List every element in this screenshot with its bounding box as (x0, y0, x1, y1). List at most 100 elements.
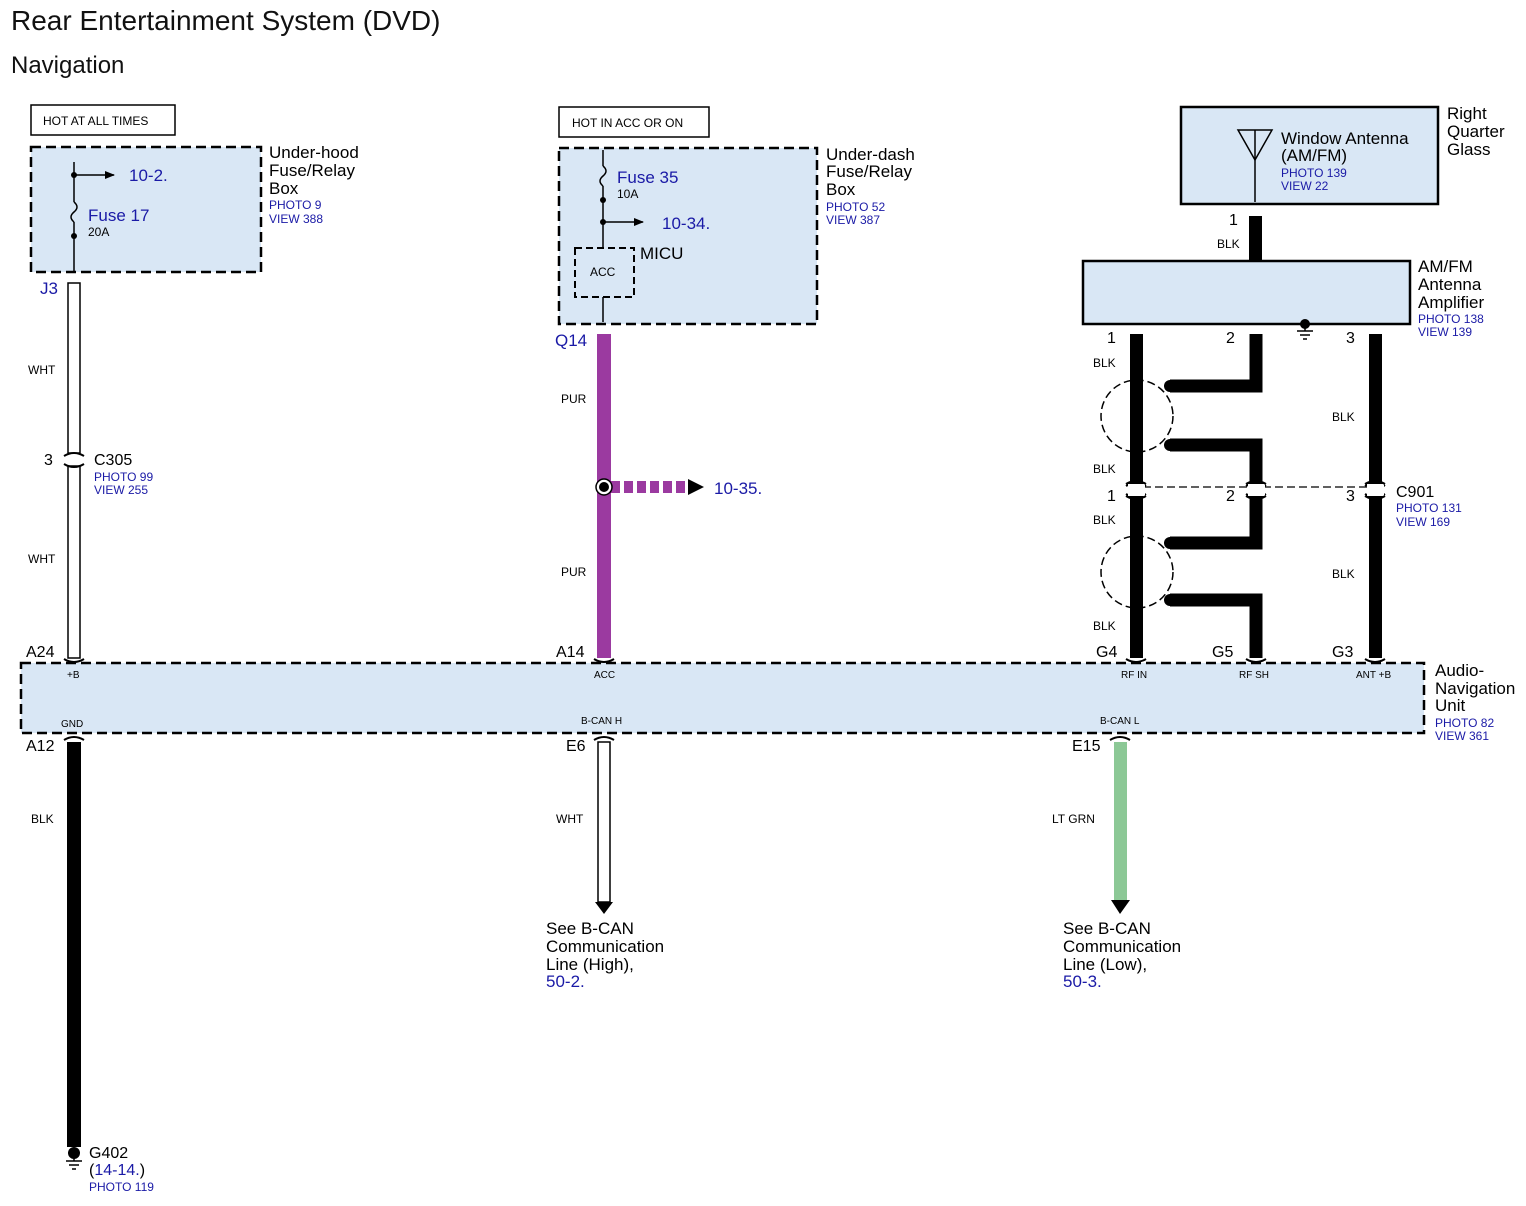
c305-connector-icon (63, 452, 85, 468)
bcan-low-line-2: Communication (1063, 937, 1181, 956)
amplifier-photo[interactable]: PHOTO 138 (1418, 312, 1484, 326)
wire-label-wht-upper: WHT (28, 363, 56, 377)
micu-label: MICU (640, 244, 683, 263)
wire-wht-lower (67, 465, 81, 659)
amplifier-view[interactable]: VIEW 139 (1418, 325, 1472, 339)
c901-name: C901 (1396, 484, 1434, 501)
underhood-branch-ref[interactable]: 10-2. (129, 166, 168, 185)
pin-e15: E15 (1072, 738, 1101, 755)
wire-label-blk-ant-2: BLK (1332, 567, 1355, 581)
c901-pin-3: 3 (1346, 488, 1355, 505)
term-bcan-h: B-CAN H (581, 716, 622, 727)
fuse-35-rating: 10A (617, 187, 638, 201)
pin-q14: Q14 (555, 331, 587, 350)
pin-a24: A24 (26, 644, 55, 661)
ground-ref[interactable]: 14-14. (94, 1162, 139, 1179)
wire-label-ltgrn-bcan: LT GRN (1052, 812, 1095, 826)
fuse-icon (70, 201, 78, 223)
ground-photo[interactable]: PHOTO 119 (89, 1180, 154, 1194)
wire-pur (597, 334, 611, 658)
page-subtitle: Navigation (11, 52, 124, 79)
underhood-name-2: Fuse/Relay (269, 161, 355, 180)
antenna-pin: 1 (1229, 212, 1238, 229)
amplifier-box (1081, 259, 1412, 326)
bcan-low-ref[interactable]: 50-3. (1063, 972, 1102, 991)
underdash-branch-ref[interactable]: 10-34. (662, 214, 710, 233)
c305-photo[interactable]: PHOTO 99 (94, 470, 153, 484)
amplifier-name-1: AM/FM (1418, 257, 1473, 276)
arrow-down-icon-bcan-l (1111, 900, 1130, 914)
bcan-high-line-3: Line (High), (546, 955, 634, 974)
pin-j3: J3 (40, 279, 58, 298)
audio-unit-view[interactable]: VIEW 361 (1435, 729, 1489, 743)
c305-pin: 3 (44, 452, 53, 469)
underdash-view[interactable]: VIEW 387 (826, 213, 880, 227)
c305-view[interactable]: VIEW 255 (94, 483, 148, 497)
wire-blk-shield-upper-1 (1170, 334, 1263, 393)
splice-ref[interactable]: 10-35. (714, 479, 762, 498)
pin-g4: G4 (1096, 644, 1117, 661)
wire-label-wht-lower: WHT (28, 552, 56, 566)
svg-text:(14-14.): (14-14.) (89, 1162, 145, 1179)
wire-label-blk-antenna: BLK (1217, 237, 1240, 251)
antenna-photo[interactable]: PHOTO 139 (1281, 166, 1347, 180)
term-gnd: GND (61, 719, 83, 730)
bcan-high-line-2: Communication (546, 937, 664, 956)
fuse-35-name: Fuse 35 (617, 168, 678, 187)
wire-ltgrn-bcan-l (1114, 742, 1127, 900)
ground-paren-close: ) (140, 1162, 145, 1179)
underhood-name-1: Under-hood (269, 143, 359, 162)
wire-label-wht-bcan: WHT (556, 812, 584, 826)
wire-label-blk-rf-2: BLK (1093, 462, 1116, 476)
underdash-photo[interactable]: PHOTO 52 (826, 200, 885, 214)
pin-g5: G5 (1212, 644, 1233, 661)
c901-photo[interactable]: PHOTO 131 (1396, 501, 1462, 515)
c305-name: C305 (94, 452, 132, 469)
underdash-name-1: Under-dash (826, 145, 915, 164)
antenna-name-2: (AM/FM) (1281, 146, 1347, 165)
fuse-icon-35 (599, 165, 607, 187)
ground-paren-open: ( (89, 1162, 95, 1179)
c901-pin-2: 2 (1226, 488, 1235, 505)
amp-pin-1: 1 (1107, 330, 1116, 347)
micu-acc-label: ACC (590, 265, 616, 279)
antenna-view[interactable]: VIEW 22 (1281, 179, 1329, 193)
term-bcan-l: B-CAN L (1100, 716, 1140, 727)
fuse-17-name: Fuse 17 (88, 206, 149, 225)
wire-wht-upper (67, 282, 81, 454)
pin-a14: A14 (556, 644, 585, 661)
amp-pin-3: 3 (1346, 330, 1355, 347)
wire-blk-shield-lower-1 (1170, 496, 1263, 550)
wire-label-blk-rf-1: BLK (1093, 356, 1116, 370)
audio-navigation-unit-box (19, 661, 1426, 735)
audio-unit-name-1: Audio- (1435, 661, 1484, 680)
antenna-loc-1: Right (1447, 104, 1487, 123)
bcan-high-line-1: See B-CAN (546, 919, 634, 938)
audio-unit-photo[interactable]: PHOTO 82 (1435, 716, 1494, 730)
wire-label-blk-rf-3: BLK (1093, 513, 1116, 527)
term-rf-sh: RF SH (1239, 670, 1269, 681)
hot-at-all-times-label: HOT AT ALL TIMES (43, 114, 148, 128)
term-rf-in: RF IN (1121, 670, 1147, 681)
c901-view[interactable]: VIEW 169 (1396, 515, 1450, 529)
bcan-high-ref[interactable]: 50-2. (546, 972, 585, 991)
splice-point-icon (599, 482, 609, 492)
wire-blk-ground (67, 742, 81, 1147)
underhood-name-3: Box (269, 179, 299, 198)
page-title: Rear Entertainment System (DVD) (11, 5, 440, 36)
wire-wht-bcan-h (597, 741, 611, 903)
underhood-photo[interactable]: PHOTO 9 (269, 198, 322, 212)
term-plus-b: +B (67, 670, 80, 681)
underhood-fuse-box (29, 145, 263, 274)
c901-pin-1: 1 (1107, 488, 1116, 505)
amplifier-ground-icon (1297, 319, 1313, 340)
pin-g3: G3 (1332, 644, 1353, 661)
audio-unit-name-3: Unit (1435, 696, 1466, 715)
wire-blk-shield-upper-2 (1170, 438, 1263, 484)
term-ant-b: ANT +B (1356, 670, 1391, 681)
audio-unit-name-2: Navigation (1435, 679, 1515, 698)
antenna-name-1: Window Antenna (1281, 129, 1409, 148)
term-acc: ACC (594, 670, 615, 681)
underhood-view[interactable]: VIEW 388 (269, 212, 323, 226)
amplifier-name-2: Antenna (1418, 275, 1482, 294)
